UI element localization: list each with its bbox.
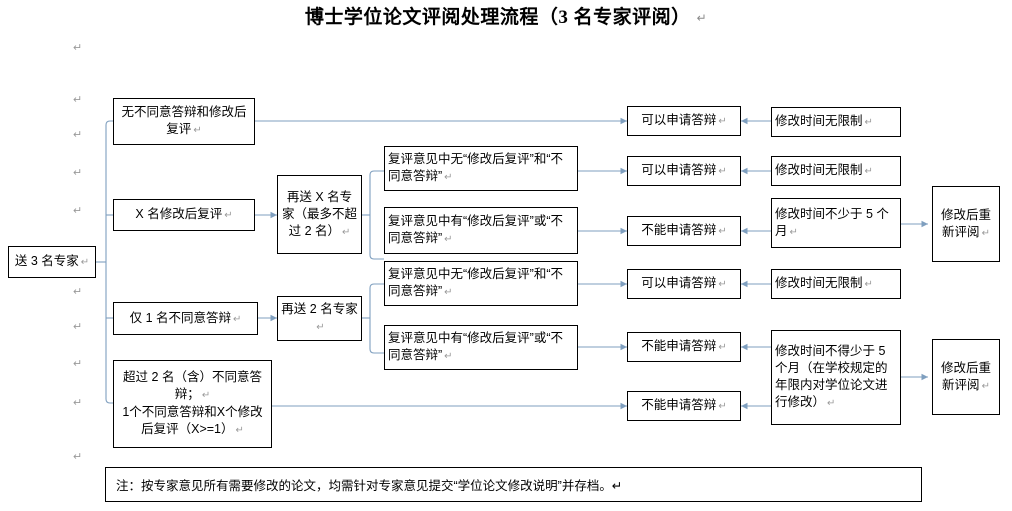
node-resend-two-label: 再送 2 名专家 — [281, 302, 358, 316]
page-title-text: 博士学位论文评阅处理流程（3 名专家评阅） — [304, 7, 691, 28]
node-time-min-five-months[interactable]: 修改时间不少于 5 个月↵ — [771, 198, 901, 248]
node-no-objection-label: 无不同意答辩和修改后复评 — [121, 105, 247, 136]
node-resend-x-label: 再送 X 名专家（最多不超过 2 名） — [281, 189, 357, 238]
footer-note-text: 注：按专家意见所有需要修改的论文，均需针对专家意见提交“学位论文修改说明”并存档… — [116, 479, 612, 493]
pilcrow-mark: ↵ — [864, 166, 873, 177]
node-time-unlimited-3[interactable]: 修改时间无限制↵ — [771, 269, 901, 299]
pilcrow-mark: ↵ — [316, 322, 325, 333]
node-rereview-2-label: 修改后重新评阅 — [940, 360, 991, 392]
pilcrow-mark: ↵ — [789, 226, 798, 238]
pilcrow-mark: ↵ — [342, 226, 351, 238]
pilcrow-mark: ↵ — [73, 286, 83, 298]
node-time-unlimited-3-label: 修改时间无限制 — [775, 276, 863, 290]
pilcrow-mark: ↵ — [73, 451, 83, 463]
node-time-min-five-months-long-label: 修改时间不得少于 5 个月（在学校规定的年限内对学位论文进行修改） — [775, 344, 888, 409]
pilcrow-mark: ↵ — [718, 342, 727, 353]
node-two-plus-objection-line2: 1个不同意答辩和X个修改后复评（X>=1） — [122, 405, 263, 436]
pilcrow-mark: ↵ — [718, 226, 727, 237]
page-title: 博士学位论文评阅处理流程（3 名专家评阅） ↵ — [0, 2, 1012, 29]
pilcrow-mark: ↵ — [444, 351, 453, 362]
pilcrow-mark: ↵ — [864, 279, 873, 290]
node-cannot-apply-1[interactable]: 不能申请答辩↵ — [627, 216, 741, 246]
node-time-unlimited-1-label: 修改时间无限制 — [775, 114, 863, 128]
pilcrow-mark: ↵ — [696, 11, 708, 25]
node-can-apply-1-label: 可以申请答辩 — [641, 113, 717, 127]
node-review-opinion-flagged-b[interactable]: 复评意见中有“修改后复评”或“不同意答辩”↵ — [384, 325, 578, 370]
footer-note: 注：按专家意见所有需要修改的论文，均需针对专家意见提交“学位论文修改说明”并存档… — [105, 467, 922, 502]
node-time-min-five-months-label: 修改时间不少于 5 个月 — [775, 206, 889, 238]
node-can-apply-3-label: 可以申请答辩 — [641, 276, 717, 290]
pilcrow-mark: ↵ — [718, 166, 727, 177]
node-rereview-1[interactable]: 修改后重新评阅↵ — [932, 186, 1000, 262]
pilcrow-mark: ↵ — [224, 210, 233, 221]
pilcrow-mark: ↵ — [193, 125, 202, 136]
pilcrow-mark: ↵ — [73, 321, 83, 333]
node-review-opinion-flagged-a-label: 复评意见中有“修改后复评”或“不同意答辩” — [388, 214, 563, 245]
node-cannot-apply-2-label: 不能申请答辩 — [641, 339, 717, 353]
node-cannot-apply-1-label: 不能申请答辩 — [641, 223, 717, 237]
node-rereview-1-label: 修改后重新评阅 — [940, 207, 991, 239]
node-no-objection[interactable]: 无不同意答辩和修改后复评↵ — [113, 98, 255, 145]
pilcrow-mark: ↵ — [73, 129, 83, 141]
node-cannot-apply-3[interactable]: 不能申请答辩↵ — [627, 391, 741, 421]
node-x-revise[interactable]: X 名修改后复评↵ — [113, 199, 255, 231]
node-cannot-apply-2[interactable]: 不能申请答辩↵ — [627, 332, 741, 362]
pilcrow-mark: ↵ — [444, 172, 453, 183]
pilcrow-mark: ↵ — [73, 42, 83, 54]
pilcrow-mark: ↵ — [718, 116, 727, 127]
node-time-unlimited-2[interactable]: 修改时间无限制↵ — [771, 156, 901, 186]
pilcrow-mark: ↵ — [444, 234, 453, 245]
pilcrow-mark: ↵ — [981, 380, 990, 392]
node-can-apply-3[interactable]: 可以申请答辩↵ — [627, 269, 741, 299]
pilcrow-mark: ↵ — [80, 257, 90, 268]
pilcrow-mark: ↵ — [718, 401, 727, 412]
pilcrow-mark: ↵ — [73, 397, 83, 409]
node-one-objection[interactable]: 仅 1 名不同意答辩↵ — [113, 302, 258, 335]
node-time-min-five-months-long[interactable]: 修改时间不得少于 5 个月（在学校规定的年限内对学位论文进行修改）↵ — [771, 330, 901, 425]
node-cannot-apply-3-label: 不能申请答辩 — [641, 398, 717, 412]
node-can-apply-2-label: 可以申请答辩 — [641, 163, 717, 177]
pilcrow-mark: ↵ — [981, 227, 990, 239]
node-time-unlimited-1[interactable]: 修改时间无限制↵ — [771, 107, 901, 137]
pilcrow-mark: ↵ — [611, 479, 623, 493]
pilcrow-mark: ↵ — [73, 205, 83, 217]
pilcrow-mark: ↵ — [864, 117, 873, 128]
node-review-opinion-clean-a[interactable]: 复评意见中无“修改后复评”和“不同意答辩”↵ — [384, 146, 578, 191]
pilcrow-mark: ↵ — [235, 425, 244, 436]
node-start-label: 送 3 名专家 — [14, 254, 79, 268]
node-start[interactable]: 送 3 名专家↵ — [8, 246, 96, 278]
node-rereview-2[interactable]: 修改后重新评阅↵ — [932, 339, 1000, 415]
node-resend-two[interactable]: 再送 2 名专家 ↵ — [277, 296, 362, 341]
node-review-opinion-clean-a-label: 复评意见中无“修改后复评”和“不同意答辩” — [388, 152, 563, 183]
pilcrow-mark: ↵ — [201, 390, 211, 401]
node-time-unlimited-2-label: 修改时间无限制 — [775, 163, 863, 177]
node-two-plus-objection[interactable]: 超过 2 名（含）不同意答辩；↵ 1个不同意答辩和X个修改后复评（X>=1）↵ — [113, 360, 272, 448]
pilcrow-mark: ↵ — [827, 398, 836, 409]
node-review-opinion-clean-b-label: 复评意见中无“修改后复评”和“不同意答辩” — [388, 267, 563, 298]
node-resend-x[interactable]: 再送 X 名专家（最多不超过 2 名）↵ — [277, 175, 362, 254]
node-one-objection-label: 仅 1 名不同意答辩 — [129, 310, 231, 325]
pilcrow-mark: ↵ — [73, 167, 83, 179]
node-two-plus-objection-line1: 超过 2 名（含）不同意答辩； — [123, 370, 262, 401]
node-review-opinion-flagged-a[interactable]: 复评意见中有“修改后复评”或“不同意答辩”↵ — [384, 207, 578, 254]
node-can-apply-2[interactable]: 可以申请答辩↵ — [627, 156, 741, 186]
pilcrow-mark: ↵ — [444, 287, 453, 298]
pilcrow-mark: ↵ — [73, 94, 83, 106]
node-can-apply-1[interactable]: 可以申请答辩↵ — [627, 106, 741, 136]
pilcrow-mark: ↵ — [718, 279, 727, 290]
node-review-opinion-flagged-b-label: 复评意见中有“修改后复评”或“不同意答辩” — [388, 331, 563, 362]
pilcrow-mark: ↵ — [73, 358, 83, 370]
node-x-revise-label: X 名修改后复评 — [135, 207, 223, 221]
pilcrow-mark: ↵ — [233, 313, 242, 325]
node-review-opinion-clean-b[interactable]: 复评意见中无“修改后复评”和“不同意答辩”↵ — [384, 261, 578, 306]
